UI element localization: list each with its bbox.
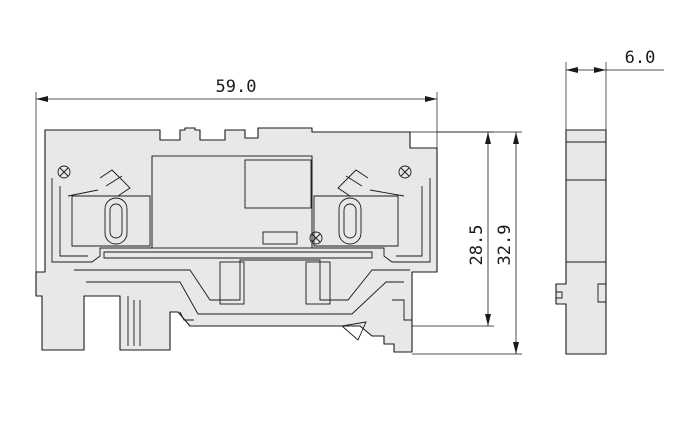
center-bridge [151,155,313,249]
center-foot-left [219,261,245,305]
lower-housing-2 [86,281,404,315]
inner-left-frame-2 [59,186,88,257]
foot-right-step [392,299,412,321]
center-top-slot [244,159,312,209]
dim-height-outer-label: 32.9 [495,225,515,266]
screw-center [309,231,323,245]
foot-right-hook [340,321,367,341]
dim-height-outer: 32.9 [412,131,522,355]
center-foot-right [305,261,331,305]
dim-thickness: 6.0 [565,48,664,130]
foot-latch [179,311,194,321]
center-window [262,231,298,245]
lower-housing [74,259,410,301]
side-notch-left [556,291,563,299]
screw-right [398,165,412,179]
inner-right-frame-2 [396,186,423,257]
right-clamp [313,169,405,247]
screw-left [57,165,71,179]
front-body-outline [35,127,438,353]
dim-width-label: 59.0 [216,77,257,97]
front-view [35,127,438,353]
dim-width: 59.0 [35,77,438,272]
dim-thickness-label: 6.0 [625,48,656,68]
dim-height-inner-label: 28.5 [467,225,487,266]
foot-slot-left [127,296,141,346]
side-notch-right [597,283,606,303]
side-view [555,129,607,355]
left-clamp [67,169,151,247]
dim-height-inner: 28.5 [410,131,494,327]
side-body-outline [555,129,607,355]
busbar [103,251,373,259]
